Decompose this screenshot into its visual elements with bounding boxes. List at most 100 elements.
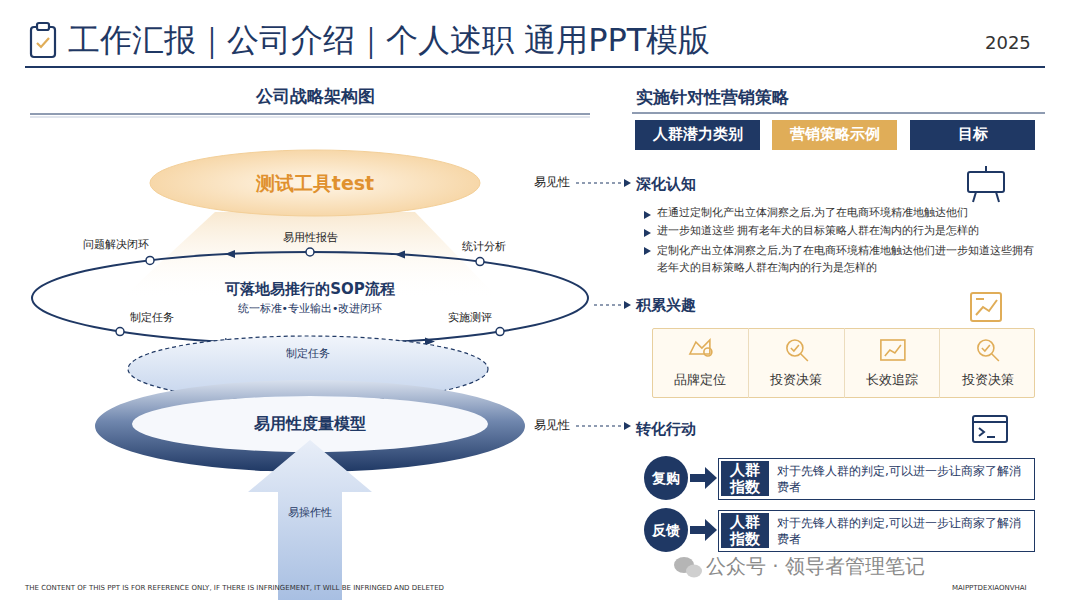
index-box: 人群 指数 [721, 461, 769, 496]
action-circle: 复购 [644, 456, 688, 500]
circle-shape [644, 508, 688, 552]
leader-arrowhead [624, 179, 631, 430]
operability-arrow: 易操作性 [248, 440, 372, 600]
flow-arrow [690, 519, 717, 541]
footer-code: MAIPPTDEXIAONVHAI [952, 584, 1027, 593]
action-circle: 反馈 [644, 508, 688, 552]
node-text: 对于先锋人群的判定,可以进一步让商家了解消费者 [777, 463, 1028, 495]
tool-ellipse: 测试工具test [150, 150, 480, 216]
loop-dot [146, 256, 154, 264]
node-text: 积累兴趣 [636, 296, 696, 316]
section-heading: 实施针对性营销策略 [636, 86, 789, 108]
strategy-cell: 品牌定位 [652, 328, 748, 398]
shape [880, 340, 904, 360]
strategy-cell: 长效追踪 [844, 328, 940, 398]
arrow-shape [248, 440, 372, 600]
billboard-icon [968, 166, 1004, 202]
strategy-cell: 投资决策 [748, 328, 844, 398]
shape [704, 348, 712, 356]
icon-canvas [749, 332, 845, 368]
loop-arrowhead [225, 250, 235, 258]
axis-label: 易见性 [534, 175, 570, 191]
process-ellipse: 可落地易推行的SOP流程统一标准•专业输出•改进闭环 [30, 250, 590, 346]
shape [791, 345, 799, 351]
ellipse-shape [150, 150, 480, 216]
shape-canvas [248, 440, 372, 600]
stage-heading: 深化认知 [636, 175, 696, 195]
loop-ellipse [32, 252, 588, 344]
chart-icon [971, 293, 1001, 321]
node-text: 人群 指数 [729, 514, 761, 547]
node-text: 测试工具test [256, 171, 374, 196]
clipboard-icon [31, 23, 55, 57]
bullet-text: 进一步知道这些 拥有老年犬的目标策略人群在淘内的行为是怎样的 [657, 224, 1035, 238]
axis-label: 易见性 [534, 418, 570, 434]
bullet-text: 定制化产出立体洞察之后,为了在电商环境精准地触达他们进一步知道这些拥有老年犬的目… [657, 242, 1035, 276]
node-text: 目标 [958, 125, 988, 145]
node-text: 易用性度量模型 [254, 414, 366, 435]
shape-canvas [30, 250, 590, 346]
arrow-shaft [690, 474, 706, 482]
arrow-shaft [690, 526, 706, 534]
node-text: 人群潜力类别 [653, 125, 743, 145]
loop-label: 统计分析 [462, 240, 506, 254]
leader-arrow [576, 183, 624, 426]
interest-panel: 积累兴趣品牌定位 投资决策 长效追踪 投资决策 [636, 296, 1035, 398]
strategy-icon [880, 340, 904, 360]
shape [978, 340, 994, 356]
description-box: 对于先锋人群的判定,可以进一步让商家了解消费者人群 指数 [718, 458, 1035, 500]
loop-dot [306, 248, 314, 256]
shape [787, 340, 803, 356]
header-tab: 目标 [910, 120, 1035, 150]
node-text: 统一标准•专业输出•改进闭环 [238, 302, 383, 316]
footer-note: THE CONTENT OF THIS PPT IS FOR REFERENCE… [25, 584, 444, 593]
circle-shape [644, 456, 688, 500]
shape [982, 345, 990, 351]
node-text: 品牌定位 [674, 372, 726, 389]
node-text: 营销策略示例 [790, 125, 880, 145]
strategy-icon [690, 340, 712, 356]
node-text: 复购 [652, 469, 680, 487]
terminal-icon [973, 416, 1007, 442]
icon-canvas [845, 332, 941, 368]
shape [801, 354, 808, 361]
section-rule [30, 117, 590, 118]
header-tab: 人群潜力类别 [635, 120, 760, 150]
loop-dot [496, 328, 504, 336]
section-rule [632, 113, 1045, 114]
strategy-icon [787, 340, 808, 361]
header-tab: 营销策略示例 [772, 120, 897, 150]
section-rule [30, 114, 590, 115]
node-text: 人群 指数 [729, 462, 761, 495]
node-text: 对于先锋人群的判定,可以进一步让商家了解消费者 [777, 515, 1028, 547]
strategy-icon [978, 340, 999, 361]
node-text: 投资决策 [962, 372, 1014, 389]
shape [690, 340, 710, 354]
section-heading: 公司战略架构图 [235, 85, 395, 107]
strategy-cell: 投资决策 [939, 328, 1035, 398]
icon-canvas [652, 332, 748, 368]
node-text: 长效追踪 [866, 372, 918, 389]
loop-label: 易用性报告 [278, 231, 342, 245]
index-box: 人群 指数 [721, 513, 769, 548]
loop-dot [116, 328, 124, 336]
header-rule [25, 66, 1045, 68]
node-text: 投资决策 [770, 372, 822, 389]
loop-label: 制定任务 [130, 311, 174, 325]
loop-label: 问题解决闭环 [83, 238, 149, 252]
loop-arrowhead [395, 251, 405, 259]
node-text: 制定任务 [286, 347, 330, 361]
stage-heading: 转化行动 [636, 420, 696, 440]
loop-dot [476, 258, 484, 266]
arrow-head [705, 519, 717, 541]
shape [884, 345, 900, 356]
bullet-text: 在通过定制化产出立体洞察之后,为了在电商环境精准地触达他们 [657, 206, 1035, 220]
shape [992, 354, 999, 361]
node-text: 易操作性 [288, 506, 332, 520]
arrow-head [705, 467, 717, 489]
wechat-icon [674, 557, 702, 578]
loop-label: 实施测评 [448, 311, 492, 325]
node-text: 反馈 [652, 521, 680, 539]
light-beam [120, 212, 500, 300]
